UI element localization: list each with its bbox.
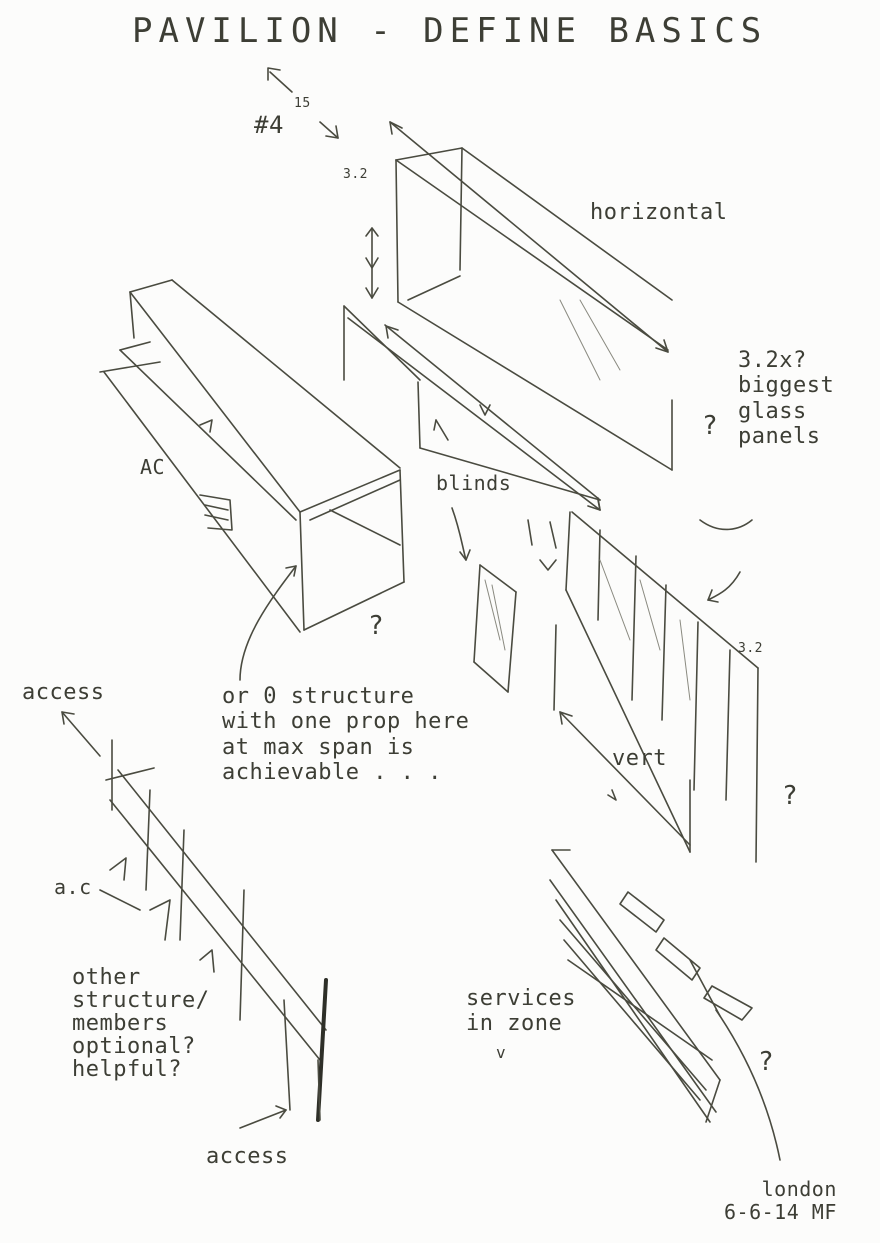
ac-label-upper: AC: [140, 455, 166, 479]
services-zone: [549, 849, 781, 1161]
ref-number-15: 15: [294, 96, 311, 111]
direction-arrows-topleft: [267, 67, 339, 139]
structure-arrow: [239, 565, 297, 681]
dimension-label-right: 3.2: [738, 641, 763, 656]
vert-label: vert: [612, 746, 667, 771]
blinds: [433, 419, 517, 693]
dimension-arrows: [365, 227, 379, 299]
horizontal-panel: [389, 121, 673, 471]
question-mark-1: ?: [702, 411, 719, 441]
ref-number: #4: [254, 111, 284, 139]
question-mark-2: ?: [368, 611, 385, 641]
question-mark-4: ?: [758, 1047, 775, 1077]
column-structure: [61, 711, 328, 1129]
services-mark: v: [496, 1043, 507, 1062]
access-label-top: access: [22, 680, 105, 705]
members-note: other structure/ members optional? helpf…: [72, 965, 210, 1083]
structure-note: or 0 structure with one prop here at max…: [222, 684, 470, 785]
question-mark-3: ?: [782, 781, 799, 811]
services-note: services in zone: [466, 986, 576, 1037]
mid-panel: [343, 305, 601, 511]
blinds-label: blinds: [436, 471, 512, 495]
vertical-panels: [527, 511, 759, 863]
page-title: PAVILION - DEFINE BASICS: [132, 11, 768, 51]
glass-arrows: [699, 519, 753, 603]
roof-box: [99, 279, 405, 633]
signature-date: london 6-6-14 MF: [724, 1177, 837, 1224]
ac-label-lower: a.c: [54, 875, 92, 899]
access-label-bottom: access: [206, 1144, 289, 1169]
dimension-label-top: 3.2: [343, 167, 368, 182]
glass-panels-note: 3.2x? biggest glass panels: [738, 348, 835, 449]
horizontal-label: horizontal: [590, 200, 728, 225]
